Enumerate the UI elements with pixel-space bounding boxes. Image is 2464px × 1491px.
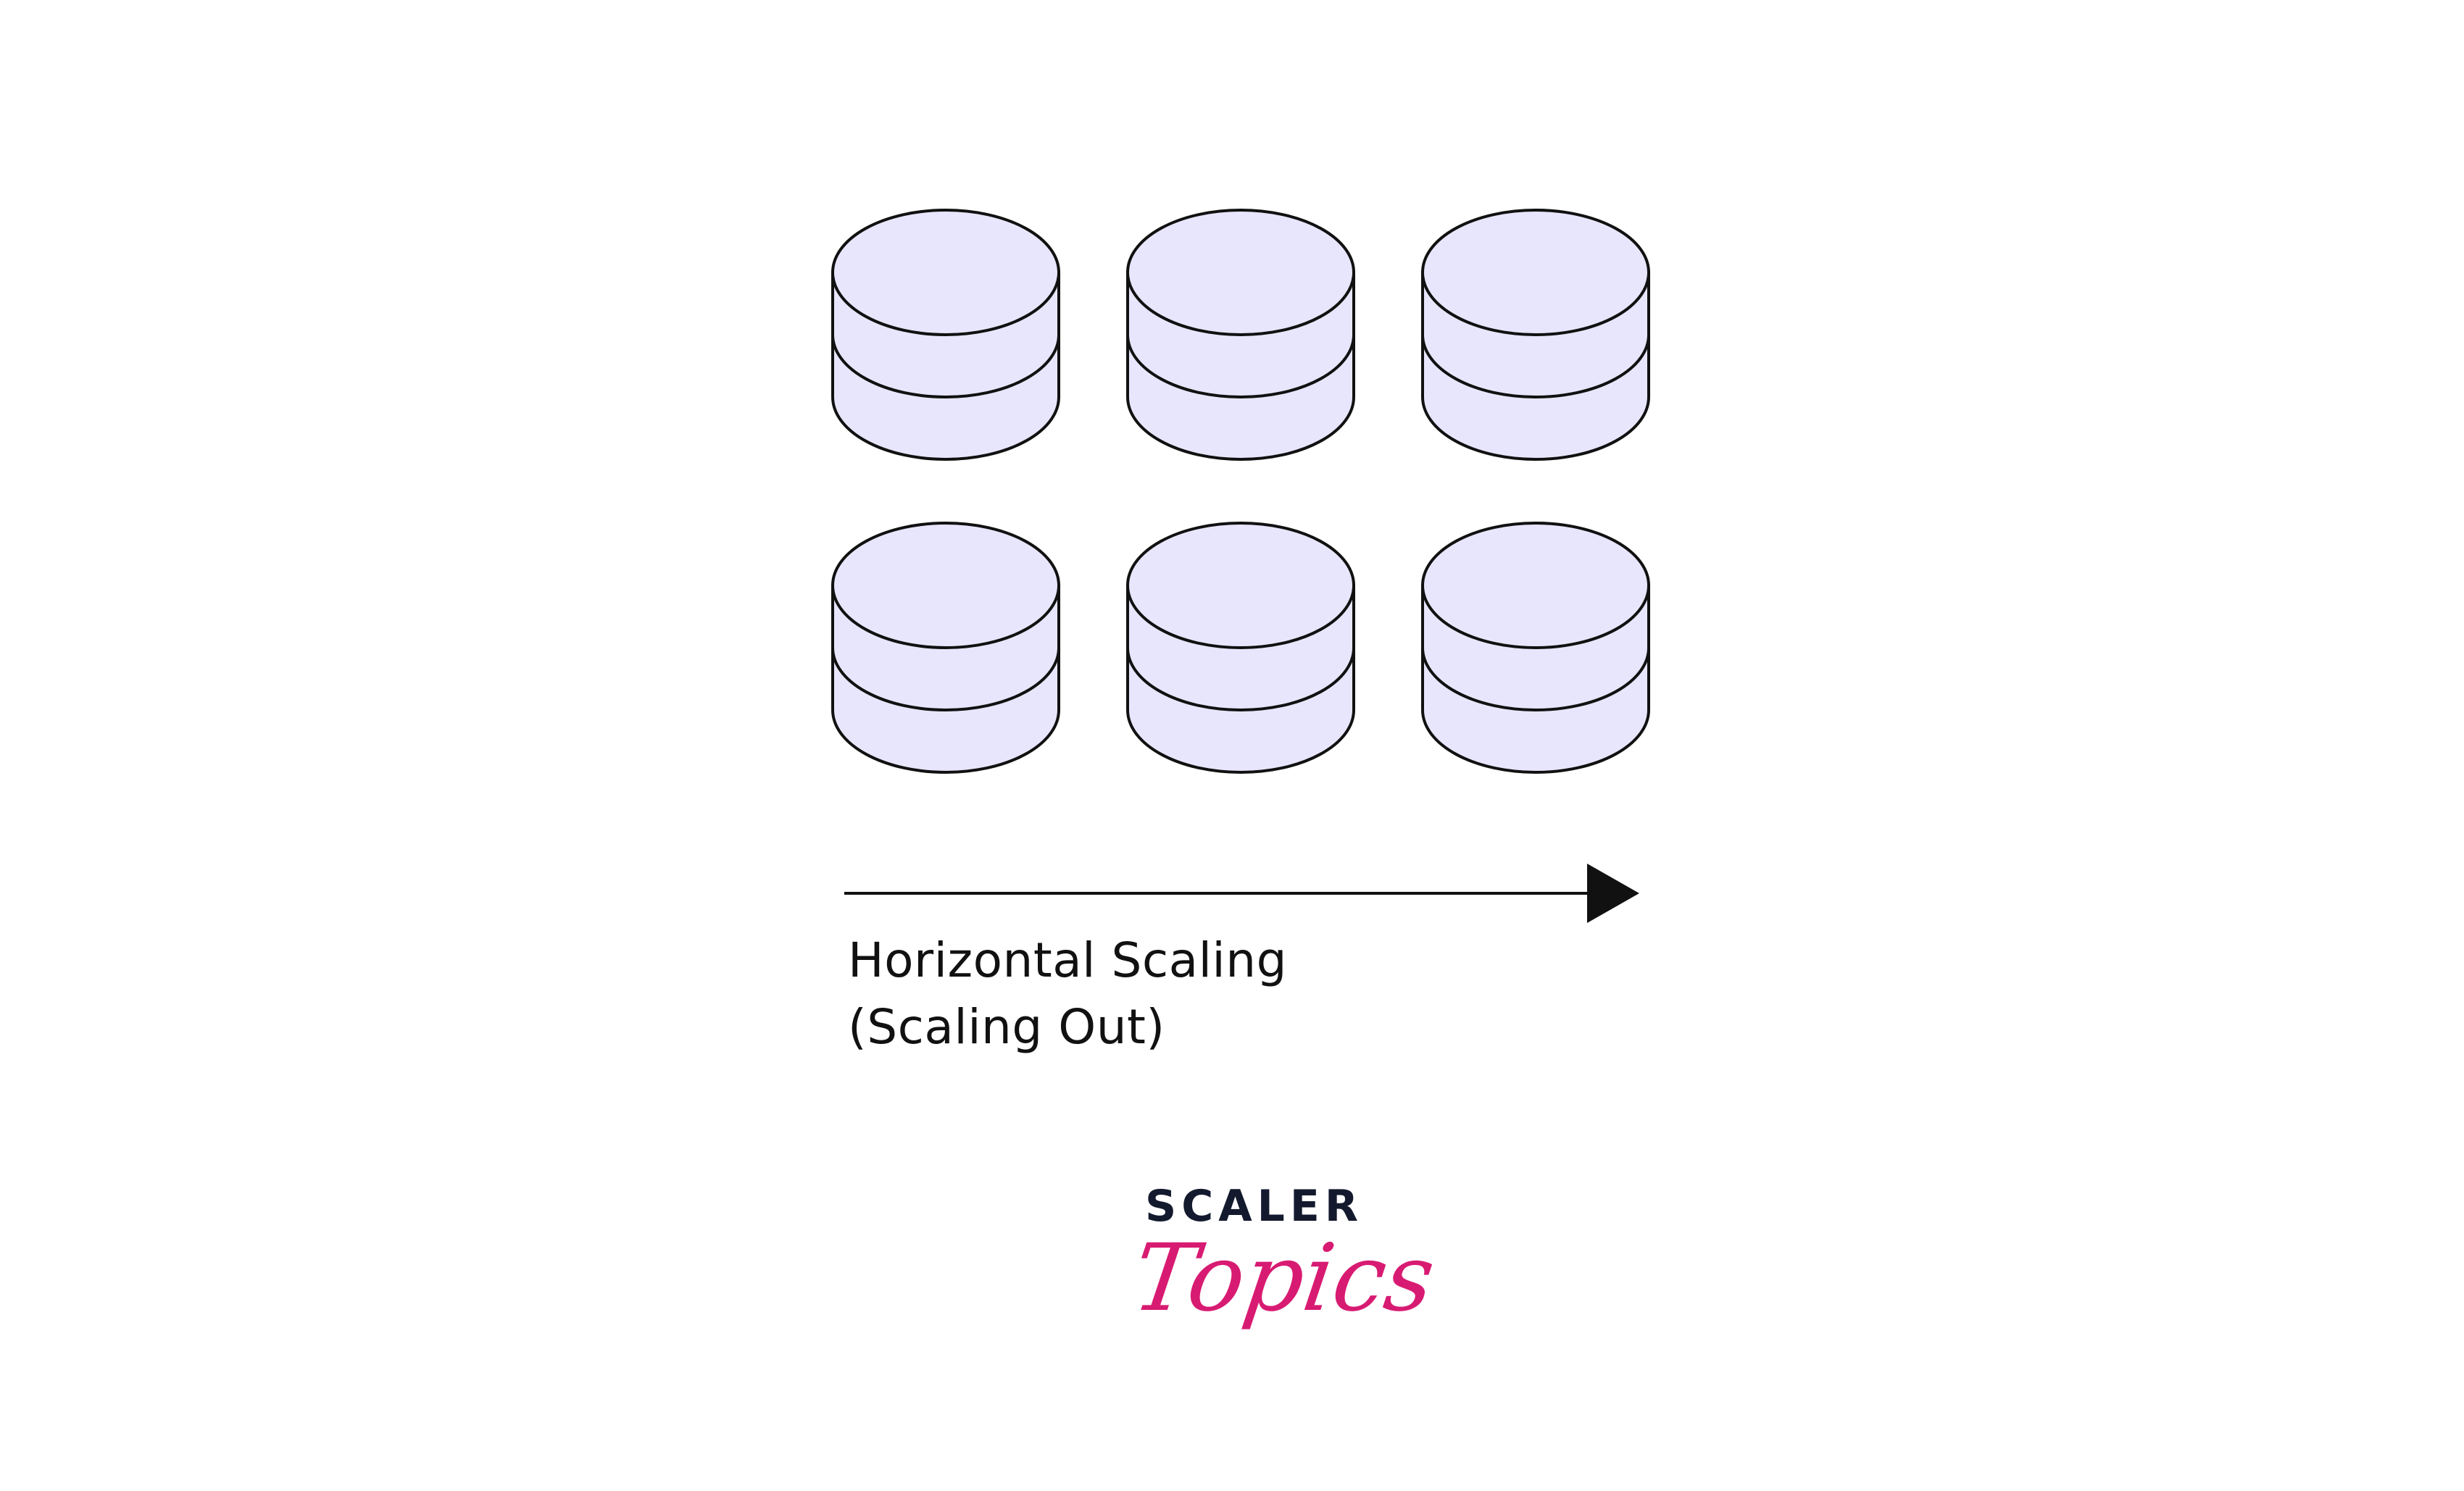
database-layer-line	[831, 647, 1060, 711]
database-icon	[831, 522, 1060, 774]
database-icon	[1421, 522, 1650, 774]
database-grid	[831, 209, 1650, 774]
logo-topics-text: Topics	[1126, 1224, 1441, 1332]
database-layer-line	[1126, 334, 1355, 398]
database-layer-line	[1421, 647, 1650, 711]
database-layer-line	[831, 334, 1060, 398]
database-top	[1421, 522, 1650, 649]
caption-line-2: (Scaling Out)	[848, 999, 1165, 1055]
database-top	[831, 209, 1060, 336]
database-top	[1126, 209, 1355, 336]
database-top	[831, 522, 1060, 649]
database-layer-line	[1421, 334, 1650, 398]
database-icon	[1421, 209, 1650, 461]
database-top	[1126, 522, 1355, 649]
logo-scaler-text: SCALER	[1145, 1181, 1364, 1232]
database-icon	[831, 209, 1060, 461]
database-top	[1421, 209, 1650, 336]
database-icon	[1126, 522, 1355, 774]
caption-line-1: Horizontal Scaling	[848, 932, 1287, 988]
diagram-caption: Horizontal Scaling (Scaling Out)	[848, 927, 1287, 1061]
database-layer-line	[1126, 647, 1355, 711]
scaling-arrow	[844, 864, 1639, 923]
database-icon	[1126, 209, 1355, 461]
arrowhead-icon	[1587, 864, 1639, 923]
